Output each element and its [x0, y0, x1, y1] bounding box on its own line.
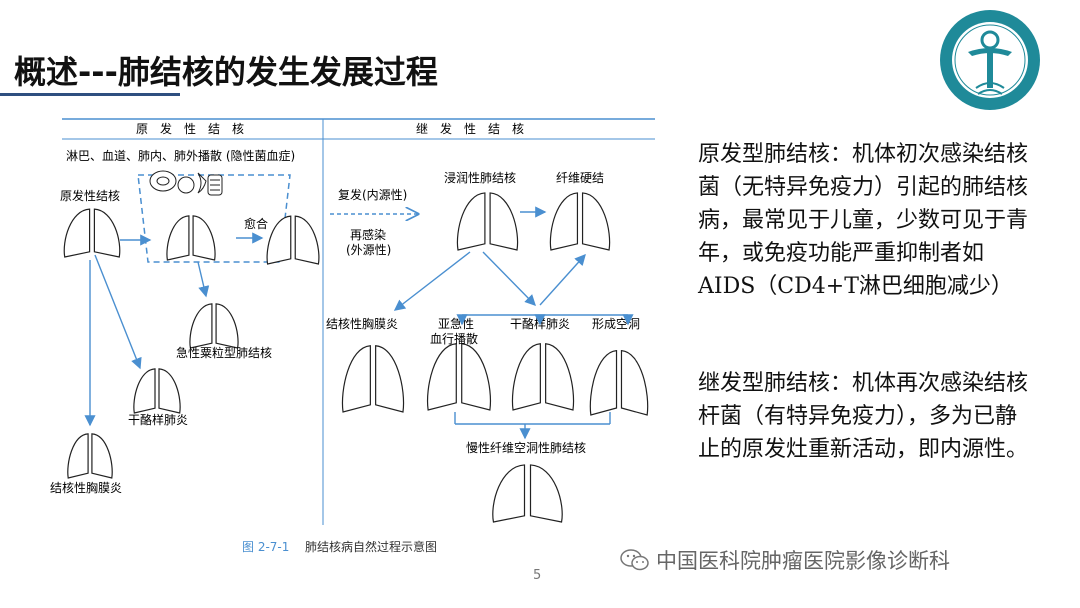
label-cavity: 形成空洞 — [592, 317, 640, 331]
watermark-text: 中国医科院肿瘤医院影像诊断科 — [656, 549, 950, 573]
label-pleurisy-right: 结核性胸膜炎 — [326, 316, 398, 331]
label-acute-miliary: 急性粟粒型肺结核 — [176, 345, 272, 360]
lung-chronic — [492, 464, 563, 523]
lung-miliary — [189, 303, 239, 349]
bacteria-cluster — [149, 170, 223, 196]
label-subacute-2: 血行播散 — [430, 331, 478, 346]
secondary-tb-description: 继发型肺结核：机体再次感染结核杆菌（有特异免疫力），多为已静止的原发灶重新活动，… — [698, 367, 1038, 466]
lung-caseous-left — [133, 368, 181, 414]
label-caseous-left: 干酪样肺炎 — [128, 412, 188, 427]
caption-text: 肺结核病自然过程示意图 — [305, 539, 437, 554]
secondary-tb-text: 继发型肺结核：机体再次感染结核杆菌（有特异免疫力），多为已静止的原发灶重新活动，… — [698, 371, 1029, 462]
label-reinfection-2: (外源性) — [346, 243, 391, 257]
flow-arrows — [84, 206, 634, 440]
watermark: 中国医科院肿瘤医院影像诊断科 — [620, 545, 950, 575]
label-subacute-1: 亚急性 — [438, 316, 474, 331]
spread-note: 淋巴、血道、肺内、肺外播散 (隐性菌血症) — [66, 148, 295, 163]
page-title: 概述---肺结核的发生发展过程 — [14, 53, 438, 91]
lung-fibrosis — [549, 192, 611, 251]
lung-cavity — [589, 349, 649, 416]
lung-caseous-right — [511, 343, 575, 411]
header-primary: 原 发 性 结 核 — [136, 121, 244, 136]
label-chronic: 慢性纤维空洞性肺结核 — [466, 441, 586, 455]
primary-tb-text: 原发型肺结核：机体初次感染结核菌（无特异免疫力）引起的肺结核病，最常见于儿童，少… — [698, 142, 1029, 299]
label-infiltrative: 浸润性肺结核 — [444, 171, 516, 185]
label-reinfection-1: 再感染 — [350, 227, 386, 242]
label-fibrosis: 纤维硬结 — [556, 171, 604, 185]
wechat-icon — [620, 549, 649, 571]
label-primary-tb: 原发性结核 — [60, 188, 120, 203]
label-healing: 愈合 — [244, 216, 268, 231]
lung-primary — [63, 208, 121, 258]
header-secondary: 继 发 性 结 核 — [416, 121, 524, 136]
spread-dashed-box — [137, 174, 291, 263]
primary-tb-description: 原发型肺结核：机体初次感染结核菌（无特异免疫力）引起的肺结核病，最常见于儿童，少… — [698, 138, 1038, 303]
title-underline — [0, 93, 180, 96]
page-number: 5 — [533, 568, 542, 583]
caption-number: 图 2-7-1 — [242, 540, 289, 554]
lung-pleurisy-left — [67, 433, 113, 479]
lung-healed — [266, 215, 320, 265]
institution-seal-icon — [940, 10, 1040, 110]
lung-pleurisy-right — [341, 345, 405, 413]
label-pleurisy-left: 结核性胸膜炎 — [50, 480, 122, 495]
label-relapse: 复发(内源性) — [338, 187, 407, 202]
lung-infiltrative — [456, 192, 519, 251]
lung-illustrations — [63, 192, 649, 523]
lung-spread — [166, 215, 216, 261]
lung-subacute — [426, 343, 492, 411]
